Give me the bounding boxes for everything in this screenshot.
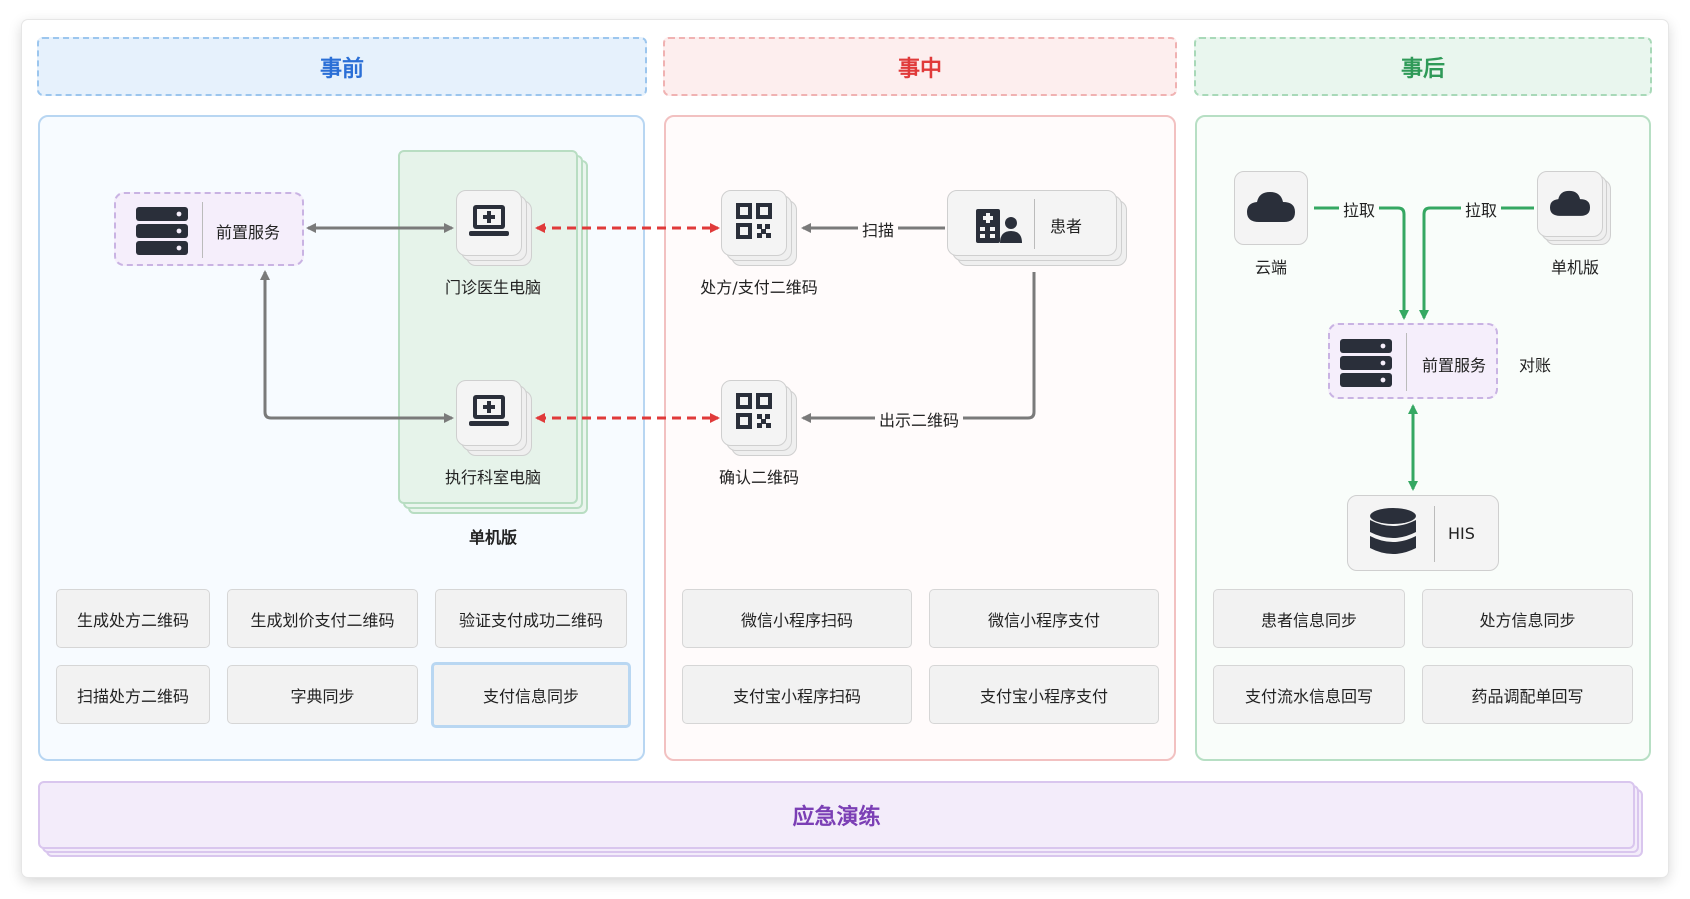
btn-alipay-pay[interactable]: 支付宝小程序支付 bbox=[929, 665, 1159, 724]
medical-computer-icon bbox=[469, 393, 509, 433]
database-icon bbox=[1370, 508, 1416, 564]
standalone-cloud-label: 单机版 bbox=[1550, 258, 1600, 277]
btn-generate-rx-qr[interactable]: 生成处方二维码 bbox=[56, 589, 210, 648]
arrow-pull-standalone bbox=[1419, 206, 1534, 320]
header-during: 事中 bbox=[663, 37, 1177, 96]
btn-dict-sync[interactable]: 字典同步 bbox=[227, 665, 418, 724]
scan-label: 扫描 bbox=[858, 217, 899, 241]
standalone-label: 单机版 bbox=[468, 528, 518, 547]
btn-verify-payment-qr[interactable]: 验证支付成功二维码 bbox=[435, 589, 627, 648]
qr-code-icon bbox=[736, 393, 772, 433]
after-front-service-node: 前置服务 bbox=[1328, 323, 1498, 399]
btn-rx-sync[interactable]: 处方信息同步 bbox=[1422, 589, 1633, 648]
pull-left-label: 拉取 bbox=[1339, 197, 1380, 221]
cloud-label: 云端 bbox=[1254, 258, 1288, 277]
reconcile-label: 对账 bbox=[1519, 356, 1552, 375]
cloud-icon bbox=[1550, 189, 1590, 220]
arrow-pull-cloud bbox=[1314, 206, 1409, 320]
btn-payment-writeback[interactable]: 支付流水信息回写 bbox=[1213, 665, 1405, 724]
pull-right-label: 拉取 bbox=[1461, 197, 1502, 221]
hospital-patient-icon bbox=[976, 205, 1022, 247]
btn-alipay-scan[interactable]: 支付宝小程序扫码 bbox=[682, 665, 912, 724]
server-icon bbox=[1340, 339, 1392, 391]
header-before: 事前 bbox=[37, 37, 647, 96]
outpatient-pc-label: 门诊医生电脑 bbox=[444, 278, 542, 297]
rx-qr-label: 处方/支付二维码 bbox=[700, 278, 818, 297]
header-after: 事后 bbox=[1194, 37, 1652, 96]
divider bbox=[1434, 506, 1435, 562]
after-front-service-label: 前置服务 bbox=[1422, 356, 1487, 375]
btn-wechat-scan[interactable]: 微信小程序扫码 bbox=[682, 589, 912, 648]
show-qr-label: 出示二维码 bbox=[875, 407, 964, 431]
divider bbox=[202, 202, 203, 258]
medical-computer-icon bbox=[469, 203, 509, 243]
divider bbox=[1406, 333, 1407, 391]
exec-pc-label: 执行科室电脑 bbox=[444, 468, 542, 487]
btn-payment-sync[interactable]: 支付信息同步 bbox=[431, 662, 631, 728]
btn-generate-price-qr[interactable]: 生成划价支付二维码 bbox=[227, 589, 418, 648]
btn-scan-rx-qr[interactable]: 扫描处方二维码 bbox=[56, 665, 210, 724]
arrow-show-qr bbox=[801, 272, 1036, 423]
server-icon bbox=[136, 207, 188, 259]
btn-wechat-pay[interactable]: 微信小程序支付 bbox=[929, 589, 1159, 648]
arrow-front-exec bbox=[260, 270, 454, 423]
footer-title: 应急演练 bbox=[792, 805, 881, 830]
btn-dispense-writeback[interactable]: 药品调配单回写 bbox=[1422, 665, 1633, 724]
patient-label: 患者 bbox=[1050, 217, 1083, 236]
cloud-icon bbox=[1247, 190, 1295, 226]
footer-emergency-drill: 应急演练 bbox=[38, 781, 1635, 849]
confirm-qr-label: 确认二维码 bbox=[718, 468, 800, 487]
divider bbox=[1034, 199, 1035, 249]
qr-code-icon bbox=[736, 203, 772, 243]
his-label: HIS bbox=[1448, 524, 1475, 543]
front-service-node: 前置服务 bbox=[114, 192, 304, 266]
btn-patient-sync[interactable]: 患者信息同步 bbox=[1213, 589, 1405, 648]
front-service-label: 前置服务 bbox=[216, 223, 281, 242]
